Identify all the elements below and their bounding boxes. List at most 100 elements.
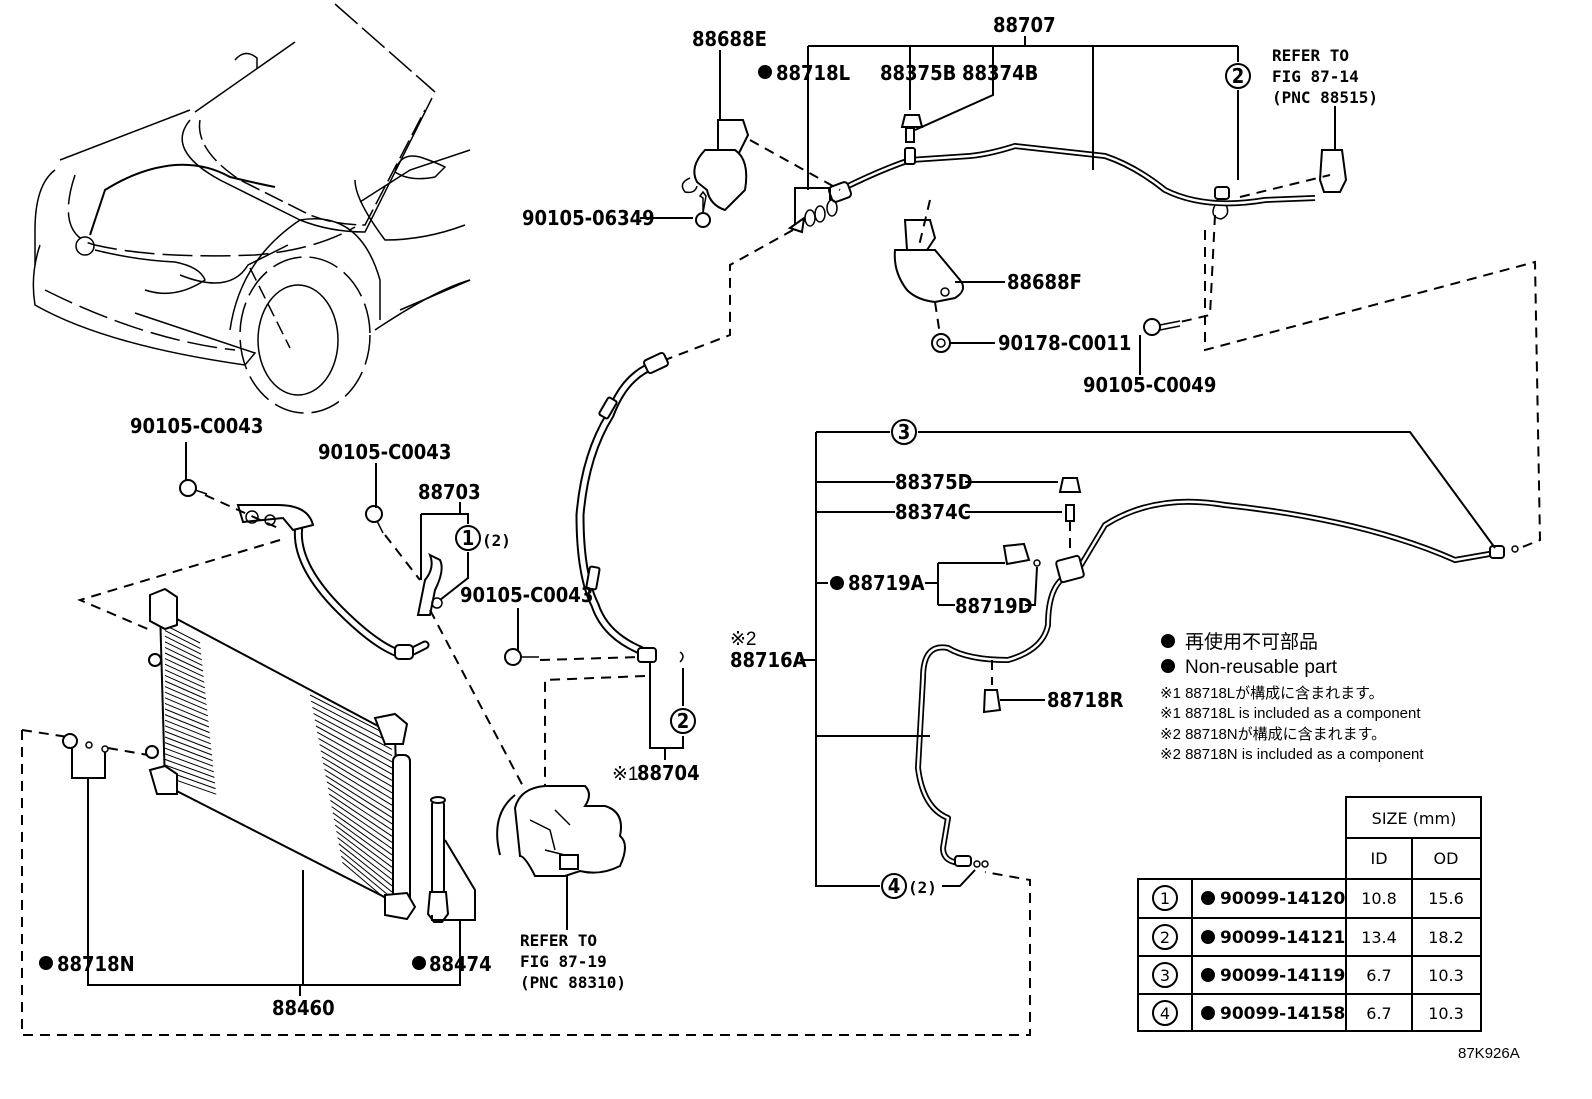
suction-hose-88704[interactable] bbox=[575, 351, 684, 663]
oring-part-number[interactable]: 90099-14119 bbox=[1220, 966, 1345, 986]
bracket-88688E[interactable] bbox=[681, 119, 750, 212]
label-90105-C0043-b[interactable]: 90105-C0043 bbox=[318, 440, 451, 464]
table-header-od: OD bbox=[1434, 849, 1459, 868]
fin-line bbox=[334, 824, 393, 868]
oring-inner-diameter: 10.8 bbox=[1361, 889, 1397, 908]
label-88718N[interactable]: 88718N bbox=[57, 952, 135, 976]
label-88703[interactable]: 88703 bbox=[418, 480, 481, 504]
label-88718R[interactable]: 88718R bbox=[1047, 688, 1124, 712]
label-90105-C0043-c[interactable]: 90105-C0043 bbox=[460, 583, 593, 607]
legend: 再使用不可部品 Non-reusable part ※1 88718Lが構成に含… bbox=[1160, 631, 1424, 763]
label-88719D[interactable]: 88719D bbox=[955, 594, 1033, 618]
fin-line bbox=[316, 731, 393, 775]
non-reusable-dot bbox=[830, 576, 844, 590]
label-88707[interactable]: 88707 bbox=[993, 13, 1056, 37]
svg-text:(2): (2) bbox=[908, 878, 937, 897]
vehicle-locator-illustration bbox=[32, 3, 471, 414]
fin-line bbox=[164, 691, 208, 711]
label-90105-C0049[interactable]: 90105-C0049 bbox=[1083, 373, 1216, 397]
label-88688E[interactable]: 88688E bbox=[692, 27, 767, 51]
fin-line bbox=[164, 725, 211, 745]
oring-ref-number: 4 bbox=[1160, 1004, 1170, 1023]
fin-line bbox=[331, 806, 393, 850]
oring-marker-4: 4 (2) bbox=[881, 873, 937, 899]
bolt-90105-C0049[interactable] bbox=[1143, 318, 1181, 336]
svg-text:2: 2 bbox=[1232, 64, 1245, 88]
part-labels: 88707 88688E 88718L 88375B 88374B REFER … bbox=[39, 13, 1378, 1020]
oring-ref-marker bbox=[1152, 924, 1178, 950]
label-88718L[interactable]: 88718L bbox=[776, 61, 850, 85]
fin-line bbox=[164, 714, 210, 734]
non-reusable-dot bbox=[1201, 930, 1215, 944]
label-90105-C0043-a[interactable]: 90105-C0043 bbox=[130, 414, 263, 438]
fin-line bbox=[337, 837, 393, 880]
clip-88718L-group[interactable] bbox=[787, 199, 838, 234]
fin-line bbox=[164, 747, 214, 767]
bolt-90105-C0043-b[interactable] bbox=[365, 505, 384, 534]
label-88375B[interactable]: 88375B bbox=[880, 61, 956, 85]
label-90178-C0011[interactable]: 90178-C0011 bbox=[998, 331, 1131, 355]
guide-lines-suction bbox=[539, 656, 646, 790]
fin-line bbox=[164, 758, 215, 778]
fin-line bbox=[313, 713, 393, 757]
label-88375D[interactable]: 88375D bbox=[895, 470, 973, 494]
label-88716A[interactable]: 88716A bbox=[730, 648, 807, 672]
liquid-pipe-88716A[interactable] bbox=[915, 498, 1519, 868]
discharge-hose-88703[interactable] bbox=[236, 504, 443, 660]
oring-ref-marker bbox=[1152, 1000, 1178, 1026]
label-88474[interactable]: 88474 bbox=[429, 952, 492, 976]
bolt-90105-06349[interactable] bbox=[695, 190, 711, 228]
label-88460[interactable]: 88460 bbox=[272, 996, 335, 1020]
ref-line-2b[interactable]: FIG 87-19 bbox=[520, 952, 607, 971]
plug-88718R[interactable] bbox=[982, 660, 1002, 714]
figure-code: 87K926A bbox=[1458, 1045, 1520, 1062]
fin-line bbox=[338, 843, 393, 887]
sensor-88719A[interactable] bbox=[1002, 542, 1041, 567]
svg-text:4: 4 bbox=[888, 874, 901, 898]
non-reusable-dot bbox=[1201, 968, 1215, 982]
fin-line bbox=[326, 781, 393, 825]
fin-line bbox=[318, 737, 393, 781]
compressor-pnc-88310[interactable] bbox=[496, 785, 626, 877]
nut-90178-C0011[interactable] bbox=[931, 333, 951, 353]
oring-part-number[interactable]: 90099-14158 bbox=[1220, 1004, 1345, 1024]
label-88688F[interactable]: 88688F bbox=[1007, 270, 1082, 294]
condenser-88460[interactable] bbox=[145, 587, 417, 921]
fin-line bbox=[164, 764, 216, 784]
label-88719A[interactable]: 88719A bbox=[848, 571, 925, 595]
oring-inner-diameter: 6.7 bbox=[1366, 1004, 1391, 1023]
label-88374C[interactable]: 88374C bbox=[895, 500, 971, 524]
ref-line-1a: REFER TO bbox=[1272, 46, 1349, 65]
cap-88375B[interactable] bbox=[900, 114, 924, 128]
receiver-dryer-88474[interactable] bbox=[426, 796, 450, 923]
fin-line bbox=[164, 674, 206, 694]
bracket-88688F[interactable] bbox=[893, 219, 965, 304]
seal-88718N-group[interactable] bbox=[62, 733, 109, 753]
ref-line-1b[interactable]: FIG 87-14 bbox=[1272, 67, 1359, 86]
valve-core-88374C[interactable] bbox=[1065, 504, 1075, 555]
legend-note: ※1 88718Lが構成に含まれます。 bbox=[1160, 685, 1384, 702]
fin-line bbox=[310, 700, 393, 744]
fin-line bbox=[164, 708, 210, 728]
non-reusable-dot bbox=[1201, 891, 1215, 905]
discharge-hose-88707[interactable] bbox=[827, 143, 1316, 220]
oring-part-number[interactable]: 90099-14121 bbox=[1220, 928, 1345, 948]
legend-note: ※2 88718N is included as a component bbox=[1160, 746, 1424, 763]
valve-core-88374B[interactable] bbox=[905, 127, 915, 143]
cap-88375D[interactable] bbox=[1058, 477, 1082, 493]
connector-pnc-88515[interactable] bbox=[1318, 149, 1348, 193]
label-90105-06349[interactable]: 90105-06349 bbox=[522, 206, 655, 230]
label-88704[interactable]: 88704 bbox=[637, 761, 700, 785]
bolt-90105-C0043-c[interactable] bbox=[504, 648, 539, 666]
legend-note: ※2 88718Nが構成に含まれます。 bbox=[1160, 726, 1386, 743]
fin-line bbox=[164, 697, 208, 717]
oring-ref-number: 1 bbox=[1160, 889, 1170, 908]
bolt-90105-C0043-a[interactable] bbox=[179, 479, 208, 497]
svg-text:2: 2 bbox=[677, 709, 690, 733]
label-88374B[interactable]: 88374B bbox=[962, 61, 1038, 85]
oring-outer-diameter: 18.2 bbox=[1428, 928, 1464, 947]
fin-line bbox=[324, 768, 393, 812]
oring-marker-2-mid: 2 bbox=[670, 708, 696, 734]
fin-line bbox=[312, 706, 393, 750]
oring-part-number[interactable]: 90099-14120 bbox=[1220, 889, 1346, 909]
